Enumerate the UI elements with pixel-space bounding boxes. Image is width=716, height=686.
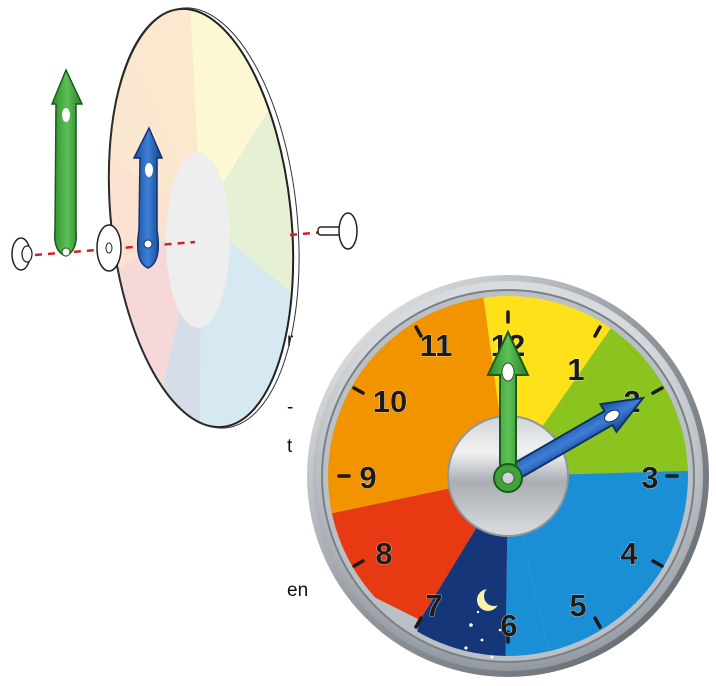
numeral-4: 4 — [620, 536, 638, 571]
finished-clock: 12 1 2 3 4 5 6 7 8 9 10 11 — [307, 275, 709, 677]
clock-minute-hand — [502, 396, 646, 485]
numeral-7: 7 — [425, 588, 442, 623]
hour-ticks — [337, 310, 679, 644]
axle-pin-icon — [317, 212, 358, 250]
numeral-3: 3 — [641, 460, 658, 495]
rivet-icon — [11, 237, 33, 271]
numeral-11: 11 — [420, 328, 453, 363]
washer-icon — [96, 224, 122, 272]
exploded-assembly — [11, 0, 358, 437]
green-hour-hand-part — [50, 68, 84, 257]
text-fragment-2: - — [287, 397, 294, 418]
text-fragment-3: t — [287, 436, 293, 457]
numeral-8: 8 — [375, 536, 392, 571]
moon-icon — [477, 586, 504, 611]
numeral-5: 5 — [569, 588, 586, 623]
stars-icon — [464, 610, 502, 659]
clock-hour-hand — [486, 329, 530, 481]
numeral-10: 10 — [373, 384, 407, 419]
blue-minute-hand-part — [132, 126, 164, 269]
numeral-1: 1 — [567, 352, 584, 387]
pastel-dial-disc — [100, 0, 300, 437]
numeral-9: 9 — [359, 460, 376, 495]
numeral-6: 6 — [500, 608, 517, 643]
disc-hub-area — [166, 152, 230, 328]
text-fragment-4: en — [287, 580, 309, 601]
